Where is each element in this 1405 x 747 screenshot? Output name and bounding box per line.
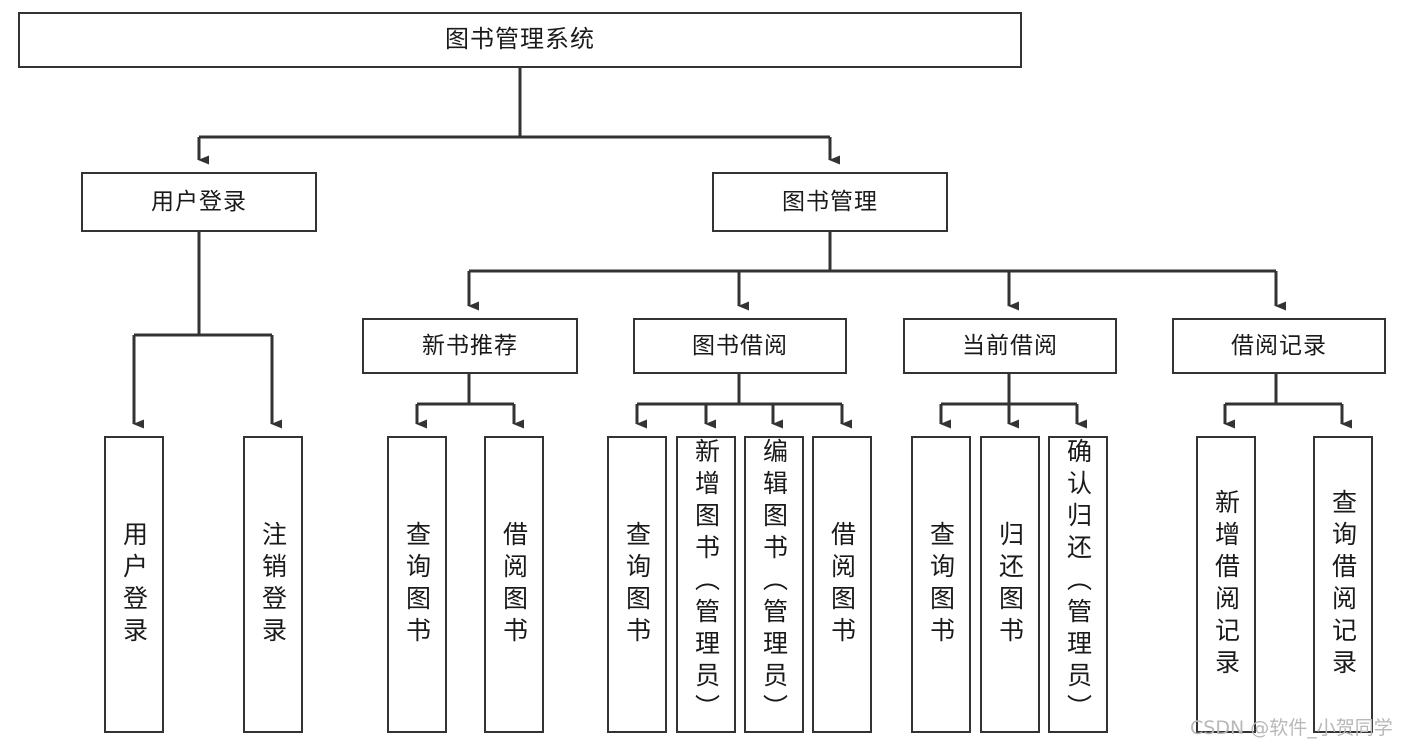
node-label: 注销登录 bbox=[258, 520, 288, 649]
node-label: 新书推荐 bbox=[422, 332, 518, 359]
node-current-borrow[interactable]: 当前借阅 bbox=[903, 318, 1117, 374]
leaf-current-borrow-confirm-return-admin[interactable]: 确认归还（管理员） bbox=[1048, 436, 1108, 733]
node-new-book-recommend[interactable]: 新书推荐 bbox=[362, 318, 578, 374]
leaf-new-book-borrow-book[interactable]: 借阅图书 bbox=[484, 436, 544, 733]
node-label: 借阅图书 bbox=[827, 520, 857, 649]
node-root-book-management-system[interactable]: 图书管理系统 bbox=[18, 12, 1022, 68]
node-label: 当前借阅 bbox=[962, 332, 1058, 359]
leaf-new-book-query-book[interactable]: 查询图书 bbox=[387, 436, 447, 733]
node-label: 查询图书 bbox=[402, 520, 432, 649]
node-label: 查询图书 bbox=[926, 520, 956, 649]
node-book-management[interactable]: 图书管理 bbox=[712, 172, 948, 232]
leaf-borrow-record-query-record[interactable]: 查询借阅记录 bbox=[1313, 436, 1373, 733]
leaf-current-borrow-return-book[interactable]: 归还图书 bbox=[980, 436, 1040, 733]
leaf-book-borrow-edit-book-admin[interactable]: 编辑图书（管理员） bbox=[744, 436, 804, 733]
leaf-book-borrow-borrow-book[interactable]: 借阅图书 bbox=[812, 436, 872, 733]
node-user-login[interactable]: 用户登录 bbox=[81, 172, 317, 232]
leaf-borrow-record-add-record[interactable]: 新增借阅记录 bbox=[1196, 436, 1256, 733]
node-label: 用户登录 bbox=[151, 188, 247, 215]
node-label: 借阅图书 bbox=[499, 520, 529, 649]
leaf-current-borrow-query-book[interactable]: 查询图书 bbox=[911, 436, 971, 733]
node-label: 借阅记录 bbox=[1231, 332, 1327, 359]
node-label: 新增图书（管理员） bbox=[691, 438, 721, 726]
leaf-book-borrow-query-book[interactable]: 查询图书 bbox=[607, 436, 667, 733]
node-label: 确认归还（管理员） bbox=[1063, 438, 1093, 726]
node-label: 归还图书 bbox=[995, 520, 1025, 649]
node-borrow-record[interactable]: 借阅记录 bbox=[1172, 318, 1386, 374]
leaf-user-login-login[interactable]: 用户登录 bbox=[104, 436, 164, 733]
node-label: 图书管理系统 bbox=[445, 25, 595, 54]
leaf-book-borrow-add-book-admin[interactable]: 新增图书（管理员） bbox=[676, 436, 736, 733]
node-book-borrow[interactable]: 图书借阅 bbox=[633, 318, 847, 374]
node-label: 图书管理 bbox=[782, 188, 878, 215]
leaf-user-login-logout[interactable]: 注销登录 bbox=[243, 436, 303, 733]
node-label: 查询图书 bbox=[622, 520, 652, 649]
node-label: 编辑图书（管理员） bbox=[759, 438, 789, 726]
node-label: 用户登录 bbox=[119, 520, 149, 649]
node-label: 图书借阅 bbox=[692, 332, 788, 359]
node-label: 查询借阅记录 bbox=[1328, 488, 1358, 681]
node-label: 新增借阅记录 bbox=[1211, 488, 1241, 681]
